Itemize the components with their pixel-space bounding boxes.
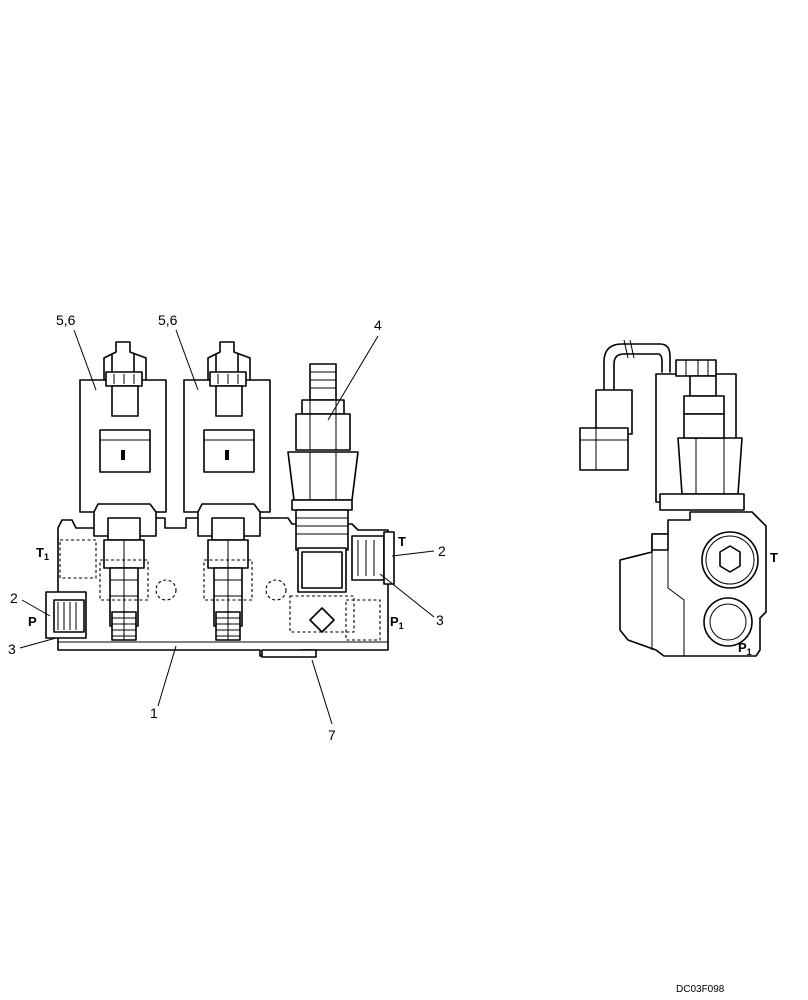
hidden-bore-2 <box>265 579 287 601</box>
p1-port-hidden <box>345 599 381 641</box>
drawing-code: DC03F098 <box>676 984 725 995</box>
port-label-t1: T1 <box>36 545 49 562</box>
front-view: 5,6 5,6 4 2 3 2 3 1 7 T1 T P P1 <box>8 312 446 743</box>
port-label-t-front: T <box>398 534 406 549</box>
callout-5-6-right: 5,6 <box>158 312 178 328</box>
callout-4: 4 <box>374 317 382 333</box>
callout-3-right: 3 <box>436 612 444 628</box>
port-label-p1-front: P1 <box>390 614 404 631</box>
callout-1: 1 <box>150 705 158 721</box>
relief-valve-hex <box>287 451 359 501</box>
port-label-p: P <box>28 614 37 629</box>
callout-7: 7 <box>328 727 336 743</box>
port-label-p1-side: P1 <box>738 640 752 657</box>
relief-valve-stem <box>309 363 337 401</box>
bottom-plate <box>261 649 317 658</box>
port-label-t-side: T <box>770 550 778 565</box>
side-port-p1 <box>703 597 753 647</box>
callout-5-6-left: 5,6 <box>56 312 76 328</box>
callout-2-left: 2 <box>10 590 18 606</box>
right-port-fitting <box>351 535 385 581</box>
sensor-cable <box>603 343 671 393</box>
side-connector-plug <box>579 427 629 471</box>
relief-valve <box>287 363 359 633</box>
check-symbol <box>309 607 335 633</box>
hidden-bore-1 <box>155 579 177 601</box>
solenoid-valve-a <box>79 341 167 641</box>
side-view: T P1 <box>579 339 778 657</box>
solenoid-valve-b <box>183 341 271 641</box>
callout-3-left: 3 <box>8 641 16 657</box>
t1-port-hidden <box>59 539 97 579</box>
callout-2-right: 2 <box>438 543 446 559</box>
